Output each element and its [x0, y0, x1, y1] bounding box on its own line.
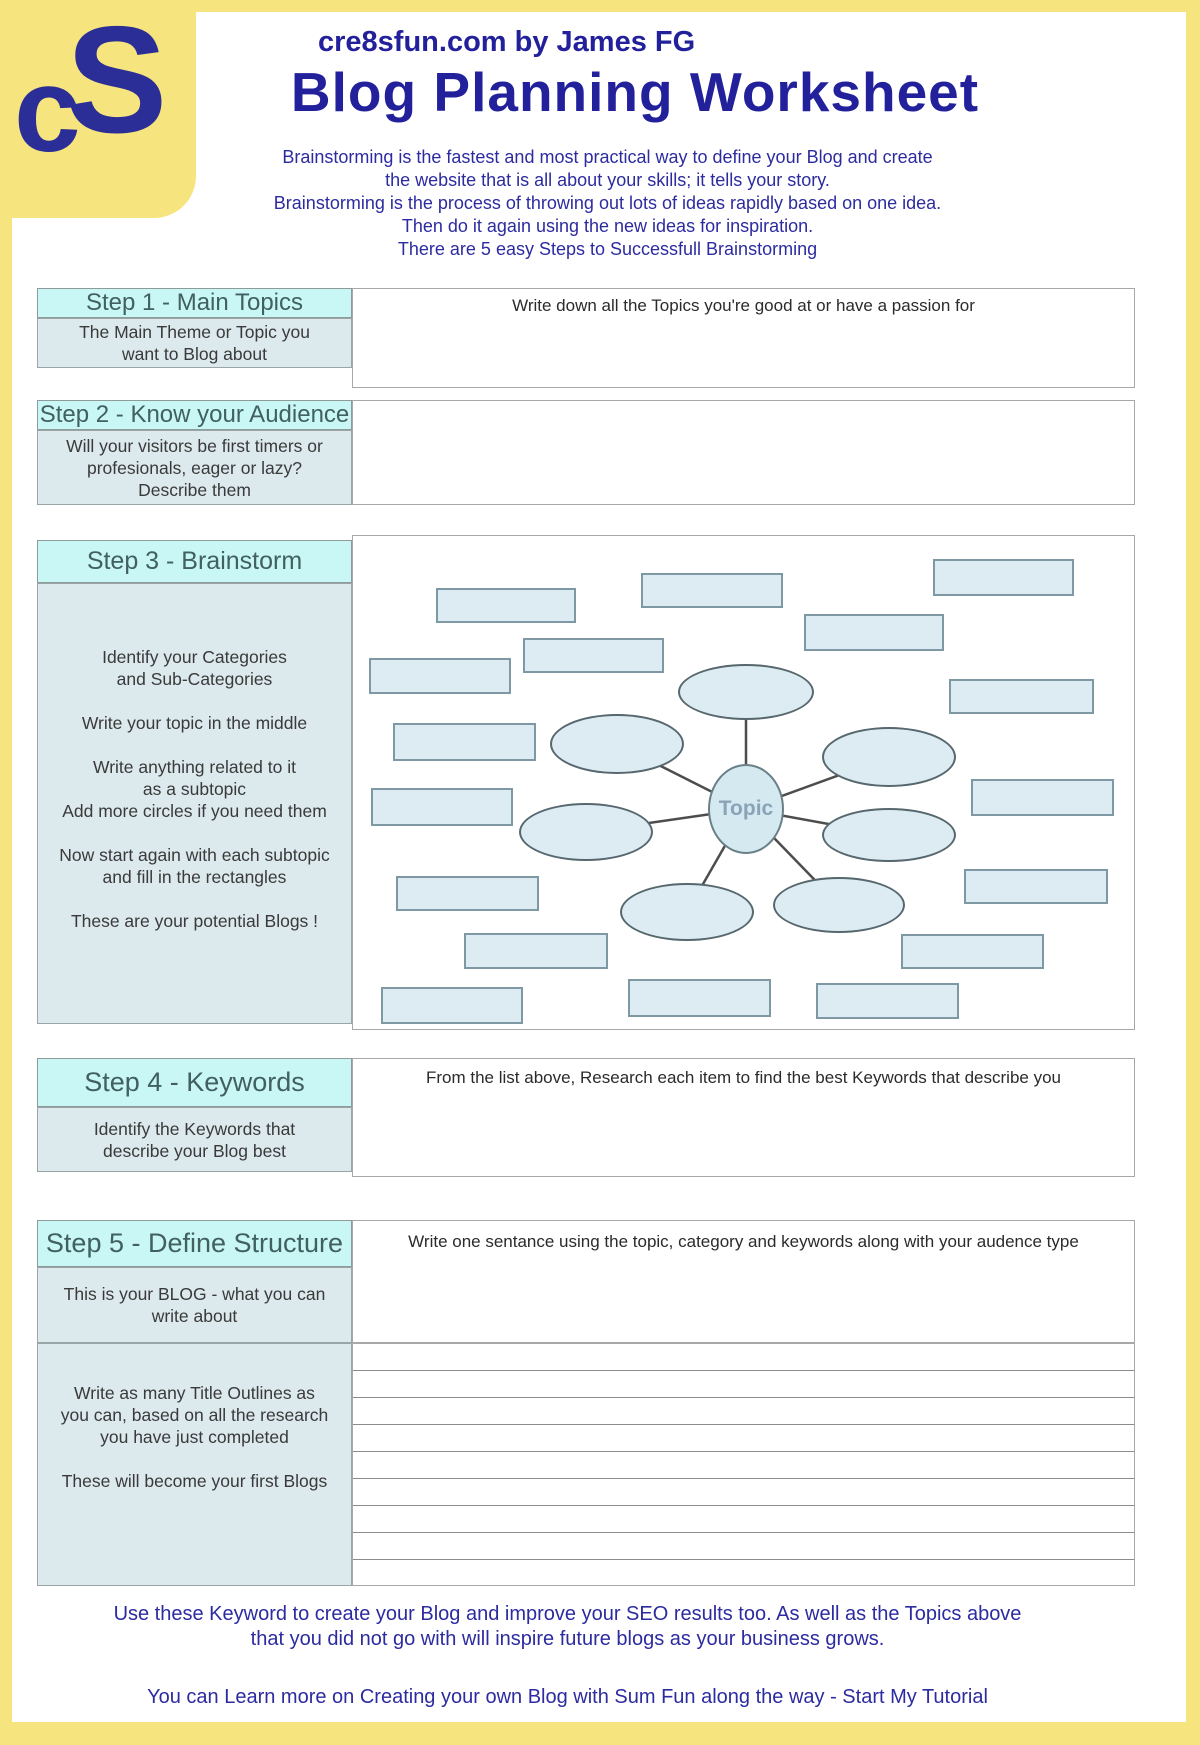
site-byline: cre8sfun.com by James FG	[318, 26, 696, 58]
brainstorm-diagram[interactable]: Topic	[352, 535, 1135, 1030]
subtopic-ellipse[interactable]	[822, 727, 956, 787]
step1-input-area[interactable]: Write down all the Topics you're good at…	[352, 288, 1135, 388]
outline-line-row[interactable]	[353, 1425, 1134, 1452]
subtopic-ellipse[interactable]	[678, 664, 814, 720]
outline-line-row[interactable]	[353, 1344, 1134, 1371]
blog-idea-rectangle[interactable]	[964, 869, 1108, 904]
blog-idea-rectangle[interactable]	[628, 979, 771, 1017]
step5-header: Step 5 - Define Structure	[37, 1220, 352, 1267]
step4-prompt: From the list above, Research each item …	[426, 1068, 1061, 1087]
step3-header: Step 3 - Brainstorm	[37, 540, 352, 583]
blog-idea-rectangle[interactable]	[381, 987, 523, 1024]
blog-idea-rectangle[interactable]	[523, 638, 664, 673]
outline-line-row[interactable]	[353, 1398, 1134, 1425]
blog-idea-rectangle[interactable]	[971, 779, 1114, 816]
step2-prompt	[353, 401, 1134, 408]
step3-description: Identify your Categories and Sub-Categor…	[37, 583, 352, 1024]
topic-center-ellipse[interactable]: Topic	[708, 764, 784, 854]
step1-prompt: Write down all the Topics you're good at…	[512, 296, 975, 315]
step4-header: Step 4 - Keywords	[37, 1058, 352, 1107]
intro-text: Brainstorming is the fastest and most pr…	[273, 147, 942, 259]
subtopic-ellipse[interactable]	[550, 714, 684, 774]
blog-idea-rectangle[interactable]	[396, 876, 539, 911]
logo-letter-c: c	[14, 43, 81, 177]
outline-line-row[interactable]	[353, 1371, 1134, 1398]
step4-input-area[interactable]: From the list above, Research each item …	[352, 1058, 1135, 1177]
subtopic-ellipse[interactable]	[822, 808, 956, 862]
step2-input-area[interactable]	[352, 400, 1135, 505]
step4-description: Identify the Keywords that describe your…	[37, 1107, 352, 1172]
step5-description: This is your BLOG - what you can write a…	[37, 1267, 352, 1343]
step2-header: Step 2 - Know your Audience	[37, 400, 352, 430]
title-outline-lines[interactable]	[352, 1343, 1135, 1586]
step1-description: The Main Theme or Topic you want to Blog…	[37, 318, 352, 368]
blog-idea-rectangle[interactable]	[933, 559, 1074, 596]
blog-idea-rectangle[interactable]	[804, 614, 944, 651]
outline-line-row[interactable]	[353, 1479, 1134, 1506]
blog-idea-rectangle[interactable]	[464, 933, 608, 969]
outline-line-row[interactable]	[353, 1560, 1134, 1587]
step5-input-area[interactable]: Write one sentance using the topic, cate…	[352, 1220, 1135, 1343]
subtopic-ellipse[interactable]	[519, 803, 653, 861]
blog-idea-rectangle[interactable]	[816, 983, 959, 1019]
blog-idea-rectangle[interactable]	[369, 658, 511, 694]
footer-keywords-note: Use these Keyword to create your Blog an…	[113, 1603, 1022, 1650]
step1-header: Step 1 - Main Topics	[37, 288, 352, 318]
blog-idea-rectangle[interactable]	[393, 723, 536, 761]
step5-outline-note: Write as many Title Outlines as you can,…	[37, 1343, 352, 1586]
page-title: Blog Planning Worksheet	[290, 61, 980, 123]
blog-idea-rectangle[interactable]	[371, 788, 513, 826]
cre8sfun-logo: c S	[0, 0, 196, 218]
outline-line-row[interactable]	[353, 1452, 1134, 1479]
footer-tutorial-line: You can Learn more on Creating your own …	[147, 1686, 988, 1708]
blog-idea-rectangle[interactable]	[641, 573, 783, 608]
outline-line-row[interactable]	[353, 1506, 1134, 1533]
step2-description: Will your visitors be first timers or pr…	[37, 430, 352, 505]
logo-letter-s: S	[66, 0, 168, 165]
blog-idea-rectangle[interactable]	[901, 934, 1044, 969]
step5-prompt: Write one sentance using the topic, cate…	[408, 1232, 1079, 1251]
subtopic-ellipse[interactable]	[773, 877, 905, 933]
blog-idea-rectangle[interactable]	[949, 679, 1094, 714]
outline-line-row[interactable]	[353, 1533, 1134, 1560]
blog-idea-rectangle[interactable]	[436, 588, 576, 623]
subtopic-ellipse[interactable]	[620, 883, 754, 941]
